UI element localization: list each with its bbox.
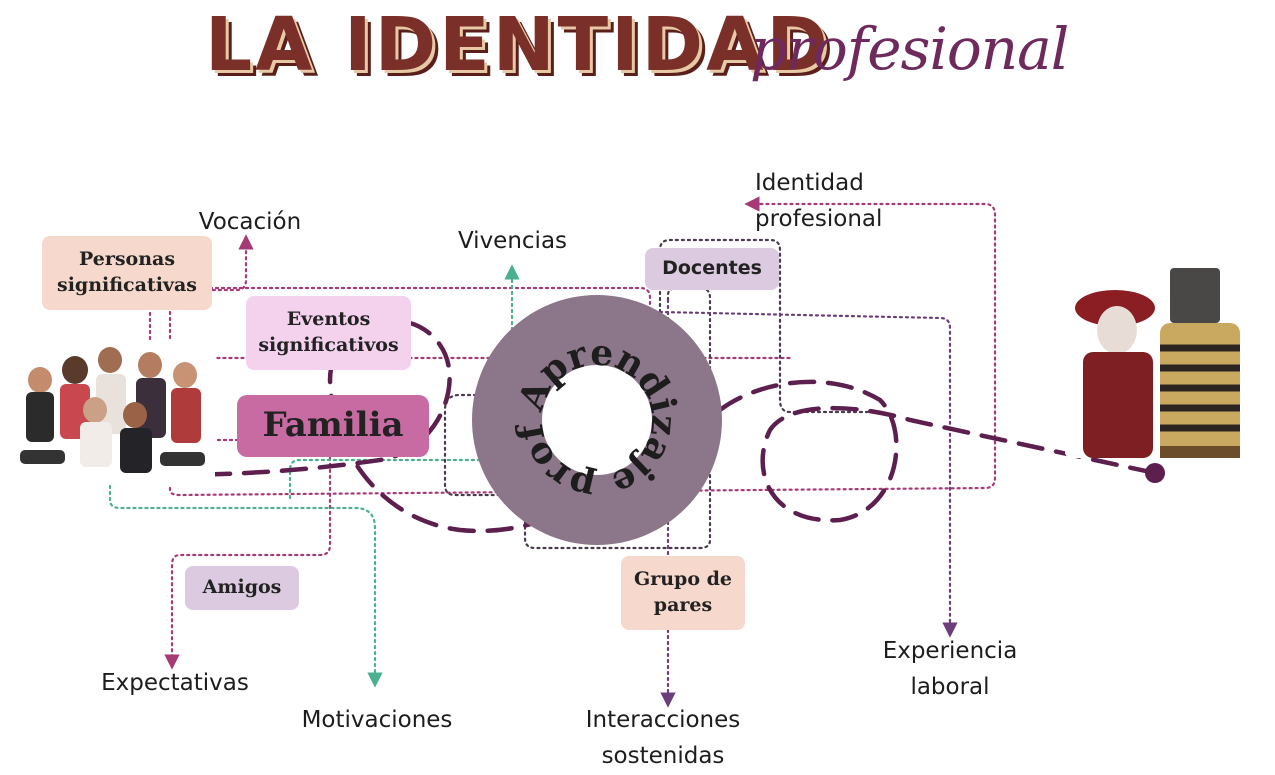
connector-experiencia bbox=[658, 310, 958, 638]
label-vivencias: Vivencias bbox=[457, 228, 568, 254]
performers-photo-art bbox=[1065, 268, 1270, 458]
connector-green-left bbox=[108, 478, 383, 688]
connector-green-mid bbox=[288, 458, 522, 500]
eventos-significativos-box: Eventos significativos bbox=[246, 296, 411, 370]
title-script: profesional bbox=[750, 15, 1069, 83]
connector-familia-loop bbox=[443, 393, 522, 497]
personas-significativas-box: Personas significativas bbox=[42, 236, 212, 310]
students-photo-art bbox=[10, 340, 215, 485]
label-motivaciones: Motivaciones bbox=[301, 707, 453, 733]
connector-docentes-loop bbox=[658, 238, 872, 422]
journey-end-dot bbox=[1145, 463, 1165, 483]
right-performers-photo bbox=[1065, 268, 1270, 458]
connector-personas-right bbox=[208, 286, 652, 337]
label-vocacion: Vocación bbox=[198, 209, 302, 235]
connector-identidad bbox=[168, 196, 997, 497]
label-identidad-profesional: Identidad profesional bbox=[755, 170, 883, 232]
center-hole bbox=[542, 365, 652, 475]
label-interacciones-sostenidas: Interacciones sostenidas bbox=[585, 707, 741, 769]
familia-box: Familia bbox=[237, 395, 429, 457]
title-main: LA IDENTIDAD bbox=[205, 2, 831, 88]
left-group-photo bbox=[10, 340, 215, 485]
label-expectativas: Expectativas bbox=[101, 670, 249, 696]
docentes-box: Docentes bbox=[645, 248, 779, 290]
grupo-de-pares-box: Grupo de pares bbox=[621, 556, 745, 630]
label-experiencia-laboral: Experiencia laboral bbox=[882, 638, 1018, 700]
amigos-box: Amigos bbox=[185, 566, 299, 610]
